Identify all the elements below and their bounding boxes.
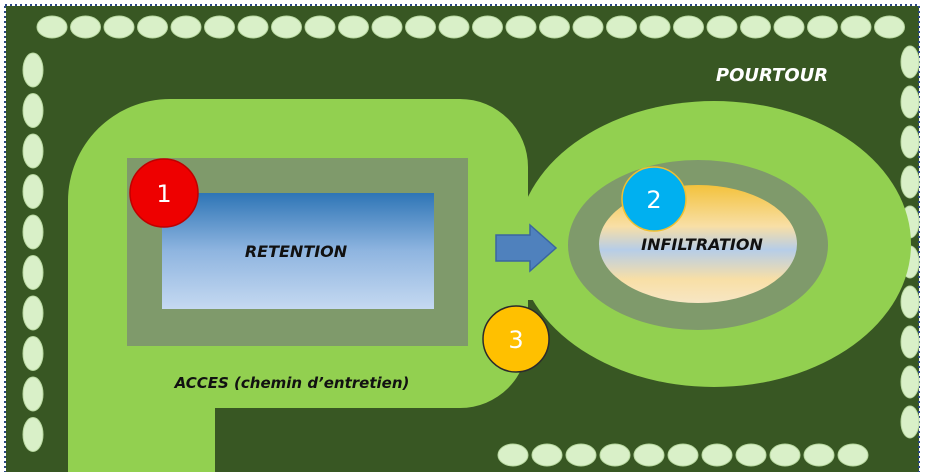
hedge-bush	[472, 15, 503, 39]
hedge-bush	[22, 417, 44, 452]
hedge-bush	[900, 325, 920, 359]
hedge-bush	[70, 15, 101, 39]
hedge-border	[22, 15, 920, 467]
hedge-bush	[36, 15, 68, 39]
hedge-bush	[633, 443, 665, 467]
hedge-bush	[701, 443, 733, 467]
hedge-bush	[673, 15, 704, 39]
hedge-bush	[22, 52, 44, 88]
hedge-bush	[237, 15, 269, 39]
hedge-bush	[22, 295, 44, 331]
hedge-bush	[606, 15, 637, 39]
hedge-bush	[706, 15, 738, 39]
hedge-bush	[497, 443, 529, 467]
hedge-bush	[170, 15, 202, 39]
flow-arrow	[495, 223, 558, 273]
frame-border	[4, 4, 920, 472]
hedge-bush	[769, 443, 801, 467]
hedge-bush	[874, 15, 905, 39]
hedge-bush	[900, 85, 920, 119]
hedge-bush	[438, 15, 470, 39]
hedge-bush	[22, 133, 44, 169]
hedge-bush	[735, 443, 767, 467]
hedge-bush	[22, 174, 44, 209]
hedge-bush	[572, 15, 604, 39]
infiltration-label: INFILTRATION	[641, 235, 763, 254]
marker-1-number: 1	[156, 180, 171, 208]
marker-2-circle	[621, 166, 687, 232]
marker-3-circle	[482, 305, 550, 373]
marker-3: 3	[482, 305, 550, 373]
hedge-bush	[22, 376, 44, 412]
hedge-bush	[22, 255, 44, 290]
hedge-bush	[22, 336, 44, 371]
hedge-bush	[304, 15, 336, 39]
marker-1: 1	[129, 158, 199, 228]
retention-basin	[162, 193, 434, 309]
marker-3-number: 3	[508, 326, 523, 354]
acces-label: ACCES (chemin d’entretien)	[174, 374, 410, 392]
hedge-bush	[667, 443, 699, 467]
hedge-bush	[371, 15, 403, 39]
hedge-bush	[22, 93, 44, 128]
hedge-bush	[900, 405, 920, 439]
hedge-bush	[599, 443, 631, 467]
hedge-bush	[639, 15, 671, 39]
pourtour-label: POURTOUR	[716, 65, 828, 86]
hedge-bush	[539, 15, 570, 39]
marker-2: 2	[621, 166, 687, 232]
hedge-bush	[837, 443, 869, 467]
hedge-bush	[405, 15, 436, 39]
hedge-bush	[103, 15, 135, 39]
hedge-bush	[900, 165, 920, 199]
hedge-bush	[740, 15, 771, 39]
hedge-bush	[900, 365, 920, 399]
hedge-bush	[900, 285, 920, 319]
hedge-bush	[204, 15, 235, 39]
hedge-bush	[807, 15, 838, 39]
hedge-bush	[22, 214, 44, 250]
marker-2-number: 2	[646, 186, 661, 214]
marker-1-circle	[129, 158, 199, 228]
retention-label: RETENTION	[245, 242, 348, 261]
hedge-bush	[900, 125, 920, 159]
hedge-bush	[803, 443, 835, 467]
hedge-bush	[900, 45, 920, 79]
hedge-bush	[531, 443, 563, 467]
hedge-bush	[137, 15, 168, 39]
hedge-bush	[338, 15, 369, 39]
hedge-bush	[505, 15, 537, 39]
hedge-bush	[840, 15, 872, 39]
hedge-bush	[271, 15, 302, 39]
hedge-bush	[773, 15, 805, 39]
hedge-bush	[565, 443, 597, 467]
